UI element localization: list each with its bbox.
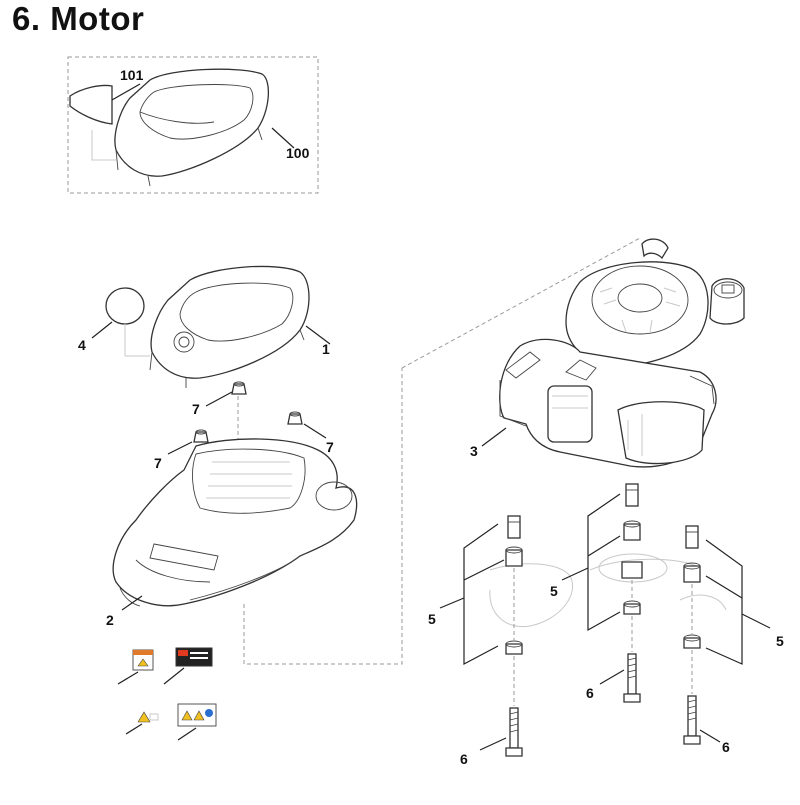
callout-5b: 5 xyxy=(550,583,558,599)
leader-6b xyxy=(599,669,625,685)
warning-label-2 xyxy=(175,647,213,667)
leader-5c xyxy=(741,613,771,629)
deck-outline xyxy=(489,553,727,628)
leader-label-2 xyxy=(163,667,185,685)
leader-5b xyxy=(561,567,589,581)
leader-7-left xyxy=(167,441,193,455)
callout-5a: 5 xyxy=(428,611,436,627)
bolt-head-stud-b xyxy=(625,483,639,507)
callout-5c: 5 xyxy=(776,633,784,649)
callout-1: 1 xyxy=(322,341,330,357)
leader-6a xyxy=(479,737,507,751)
callout-4: 4 xyxy=(78,337,86,353)
callout-3: 3 xyxy=(470,443,478,459)
grommet-7-top xyxy=(231,381,247,395)
callout-7-left: 7 xyxy=(154,455,162,471)
callout-6c: 6 xyxy=(722,739,730,755)
callout-7-right: 7 xyxy=(326,439,334,455)
grommet-7-right xyxy=(287,411,303,425)
leader-7-right xyxy=(303,423,327,439)
bolt-6-b xyxy=(623,653,641,703)
spacer-a-upper xyxy=(505,546,523,567)
motor-cover-2 xyxy=(112,438,358,607)
spacer-c-upper xyxy=(683,562,701,583)
leader-4 xyxy=(91,321,113,339)
spacer-b-lower xyxy=(623,600,641,615)
grommet-7-left xyxy=(193,429,209,443)
callout-6a: 6 xyxy=(460,751,468,767)
leader-101 xyxy=(111,83,141,101)
leader-label-3 xyxy=(125,723,143,735)
guide-engine-top xyxy=(401,237,641,369)
motor-cover-1 xyxy=(149,265,310,388)
leader-label-4 xyxy=(177,727,197,741)
bolt-head-stud-c xyxy=(685,525,699,549)
engine-3 xyxy=(499,238,745,468)
inset-group: 101 100 xyxy=(67,56,319,194)
leader-7-top xyxy=(205,391,233,407)
warning-label-3 xyxy=(137,711,159,723)
bracket-5a xyxy=(463,523,499,665)
warning-label-4 xyxy=(177,703,217,727)
bolt-head-stud-a xyxy=(507,515,521,539)
bolt-6-c xyxy=(683,695,701,745)
motor-cover-100 xyxy=(114,68,269,187)
callout-6b: 6 xyxy=(586,685,594,701)
leader-1 xyxy=(305,325,331,345)
bolt-6-a xyxy=(505,707,523,757)
spacer-c-lower xyxy=(683,634,701,649)
bracket-5a-mid xyxy=(463,559,505,581)
bracket-5c-mid xyxy=(705,575,743,599)
bracket-5c xyxy=(705,539,743,665)
callout-100: 100 xyxy=(286,145,310,161)
spacer-a-lower xyxy=(505,640,523,655)
leader-2 xyxy=(121,595,143,611)
inset-dashed-frame xyxy=(67,56,319,194)
leader-6c xyxy=(699,729,721,743)
spacer-b-upper xyxy=(623,520,641,541)
page-title: 6. Motor xyxy=(12,0,145,37)
callout-101: 101 xyxy=(120,67,144,83)
bracket-5b xyxy=(587,493,621,632)
inset-assembly-guide xyxy=(91,130,116,161)
bracket-5b-mid xyxy=(587,535,621,557)
leader-5a xyxy=(439,597,465,609)
warning-label-1 xyxy=(132,649,154,671)
leader-label-1 xyxy=(117,671,139,685)
spacer-b-mid xyxy=(621,561,643,579)
cover-lens-101 xyxy=(69,84,113,125)
guide-cover-to-engine xyxy=(243,368,403,665)
leader-3 xyxy=(481,427,507,447)
guide-4 xyxy=(124,324,150,357)
lens-4 xyxy=(105,287,145,325)
leader-100 xyxy=(271,127,295,149)
callout-7-top: 7 xyxy=(192,401,200,417)
callout-2: 2 xyxy=(106,612,114,628)
